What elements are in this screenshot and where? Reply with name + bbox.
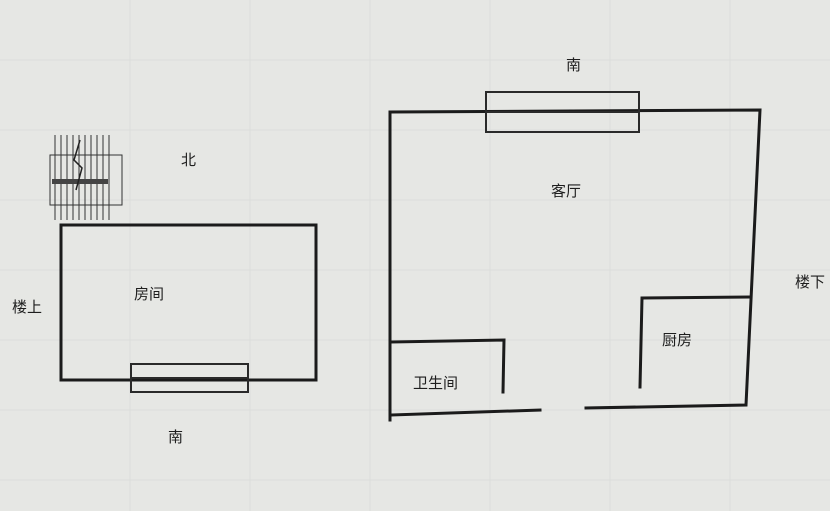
compass-south-label-upstairs: 南 [168,428,184,446]
staircase-symbol [49,135,123,220]
room-label-bathroom: 卫生间 [413,374,459,392]
compass-south-label-downstairs: 南 [566,56,582,74]
downstairs-walls [388,108,762,422]
room-label-bedroom: 房间 [134,285,165,303]
room-label-living-room: 客厅 [551,182,582,200]
upstairs-room-walls [59,223,318,382]
floor-label-downstairs: 楼下 [795,273,826,291]
compass-north-label: 北 [181,151,197,169]
floor-label-upstairs: 楼上 [12,298,43,316]
room-label-kitchen: 厨房 [662,331,693,349]
